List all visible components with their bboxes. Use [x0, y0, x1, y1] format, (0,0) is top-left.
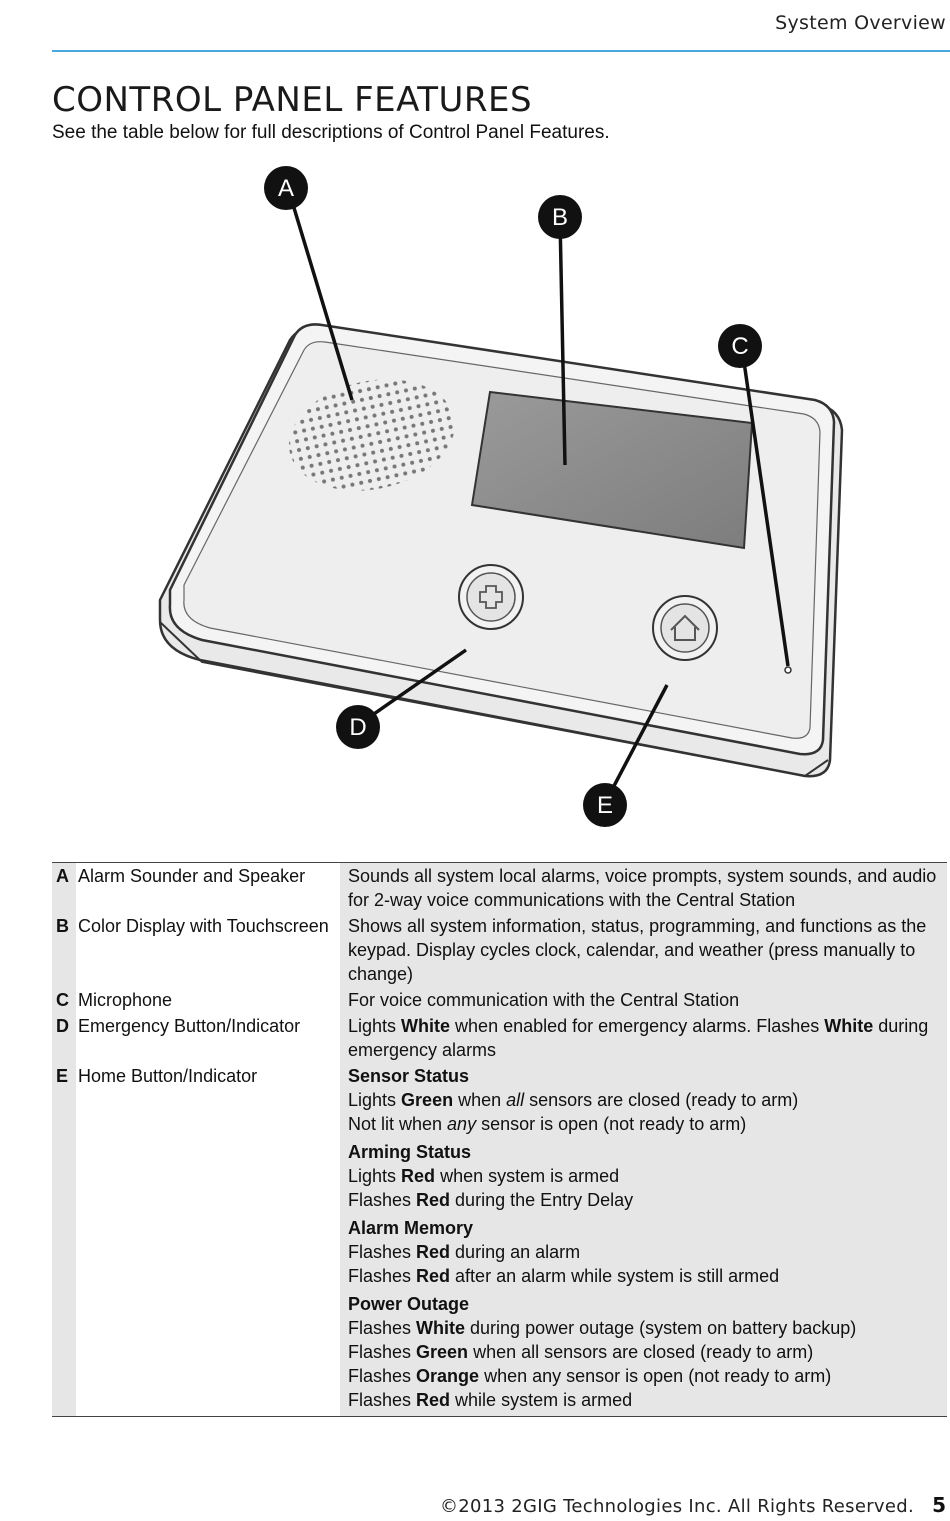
power-outage-block: Power Outage Flashes White during power … — [348, 1292, 941, 1412]
row-description: Lights White when enabled for emergency … — [340, 1013, 947, 1063]
callout-b: B — [538, 195, 582, 239]
row-feature-name: Alarm Sounder and Speaker — [78, 866, 306, 886]
status-line: Flashes Red after an alarm while system … — [348, 1266, 780, 1286]
microphone-hole — [784, 666, 792, 674]
status-title: Power Outage — [348, 1294, 470, 1314]
row-letter: B — [52, 913, 76, 987]
row-letter: E — [52, 1063, 76, 1417]
callout-e-label: E — [597, 792, 613, 819]
callout-d-label: D — [349, 714, 366, 741]
table-row: B Color Display with Touchscreen Shows a… — [52, 913, 947, 987]
status-line: Flashes Red during the Entry Delay — [348, 1190, 634, 1210]
status-line: Lights Green when all sensors are closed… — [348, 1090, 799, 1110]
color-display — [470, 390, 754, 550]
table-row: D Emergency Button/Indicator Lights Whit… — [52, 1013, 947, 1063]
status-line: Not lit when any sensor is open (not rea… — [348, 1114, 747, 1134]
row-letter: A — [52, 862, 76, 913]
panel-bottom-edge — [159, 621, 829, 778]
row-description: Sounds all system local alarms, voice pr… — [340, 862, 947, 913]
section-header: System Overview — [775, 12, 946, 34]
callout-a: A — [264, 166, 308, 210]
row-description: For voice communication with the Central… — [340, 987, 947, 1013]
row-feature-name: Home Button/Indicator — [78, 1066, 258, 1086]
sensor-status-block: Sensor Status Lights Green when all sens… — [348, 1064, 941, 1136]
status-title: Alarm Memory — [348, 1218, 474, 1238]
callout-c-label: C — [731, 333, 748, 360]
status-line: Flashes White during power outage (syste… — [348, 1318, 857, 1338]
callout-c: C — [718, 324, 762, 368]
table-row: C Microphone For voice communication wit… — [52, 987, 947, 1013]
status-line: Flashes Red during an alarm — [348, 1242, 581, 1262]
features-table: A Alarm Sounder and Speaker Sounds all s… — [52, 862, 947, 1417]
footer-copyright: ©2013 2GIG Technologies Inc. All Rights … — [439, 1496, 914, 1517]
alarm-memory-block: Alarm Memory Flashes Red during an alarm… — [348, 1216, 941, 1288]
row-feature-name: Color Display with Touchscreen — [78, 916, 329, 936]
status-line: Flashes Orange when any sensor is open (… — [348, 1366, 832, 1386]
table-row: A Alarm Sounder and Speaker Sounds all s… — [52, 862, 947, 913]
callout-a-label: A — [278, 175, 294, 202]
page-subtitle: See the table below for full description… — [52, 122, 610, 143]
page-number: 5 — [932, 1493, 946, 1517]
callout-b-label: B — [552, 204, 568, 231]
status-line: Flashes Red while system is armed — [348, 1390, 633, 1410]
callout-leaders — [286, 187, 790, 804]
status-line: Flashes Green when all sensors are close… — [348, 1342, 814, 1362]
speaker-grille — [289, 379, 455, 491]
home-button — [652, 595, 718, 661]
row-feature-name: Emergency Button/Indicator — [78, 1016, 301, 1036]
row-letter: D — [52, 1013, 76, 1063]
row-description: Sensor Status Lights Green when all sens… — [340, 1063, 947, 1417]
callout-d: D — [336, 705, 380, 749]
callout-e: E — [583, 783, 627, 827]
table-row: E Home Button/Indicator Sensor Status Li… — [52, 1063, 947, 1417]
row-letter: C — [52, 987, 76, 1013]
header-divider — [52, 50, 950, 52]
page-title: CONTROL PANEL FEATURES — [52, 80, 533, 120]
row-description: Shows all system information, status, pr… — [340, 913, 947, 987]
control-panel-illustration: A B C D E — [140, 160, 860, 840]
status-title: Sensor Status — [348, 1066, 470, 1086]
status-line: Lights Red when system is armed — [348, 1166, 620, 1186]
status-title: Arming Status — [348, 1142, 472, 1162]
row-feature-name: Microphone — [78, 990, 173, 1010]
emergency-button — [458, 564, 524, 630]
arming-status-block: Arming Status Lights Red when system is … — [348, 1140, 941, 1212]
